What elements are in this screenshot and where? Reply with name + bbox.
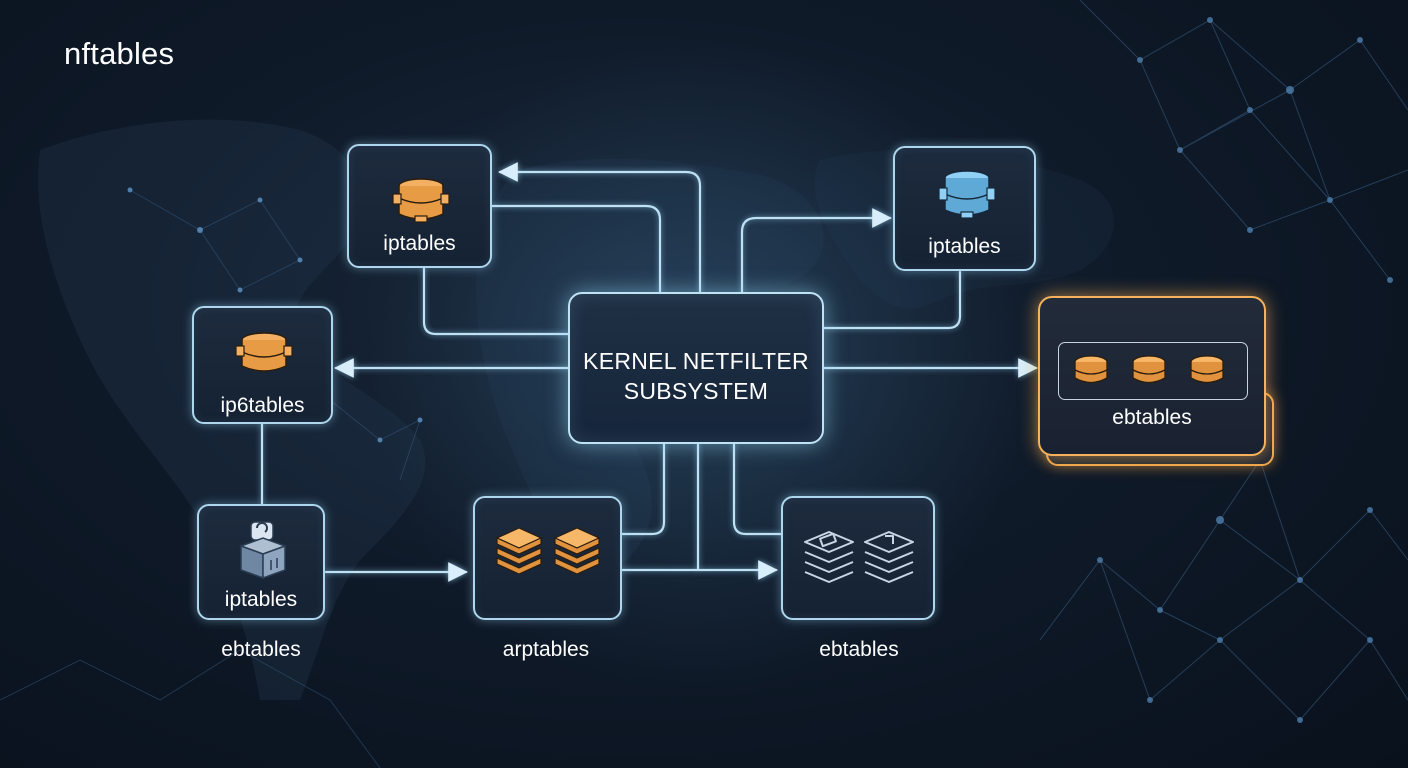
database-gear-icon [938,170,996,219]
iptables-node-bottom-left[interactable]: iptables [197,504,325,620]
iptables-label: iptables [928,235,1001,258]
wire-core-to-arptables [620,442,666,536]
ebtables-caption-center: ebtables [819,638,899,661]
ebtables-caption-left: ebtables [221,638,301,661]
iptables-node-top-left[interactable]: iptables [347,144,492,268]
database-gear-icon [235,332,293,372]
page-title: nftables [64,36,175,71]
iptables-label: iptables [383,232,456,255]
database-disk-icon [1074,355,1224,384]
wire-core-to-iptables-top-left-secondary [490,204,662,294]
arptables-caption: arptables [502,638,590,661]
kernel-netfilter-subsystem-node[interactable]: KERNEL NETFILTER SUBSYSTEM [568,292,824,444]
iptables-node-top-right[interactable]: iptables [893,146,1036,271]
layer-stack-icon [495,527,601,574]
layer-stack-icon [804,531,914,583]
ebtables-node-right[interactable]: ebtables [1038,296,1266,456]
database-gear-icon [392,178,450,223]
core-label-line2: SUBSYSTEM [623,378,769,404]
core-label: KERNEL NETFILTER SUBSYSTEM [570,346,822,406]
wire-core-to-iptables-top-left [498,162,702,294]
wire-core-to-iptables-top-right [740,208,892,294]
ip6tables-node[interactable]: ip6tables [192,306,333,424]
wire-core-to-ebtables-center [696,442,778,580]
ebtables-label: ebtables [1112,406,1192,429]
ebtables-disk-tray [1058,342,1248,400]
ip6tables-label: ip6tables [220,394,305,417]
iptables-label: iptables [224,588,298,611]
wire-iptables-top-left-to-core [422,266,570,336]
arptables-node[interactable] [473,496,622,620]
wire-iptables-top-right-to-core [822,270,962,330]
core-label-line1: KERNEL NETFILTER [583,348,809,374]
wire-core-to-ebtables-center-secondary [732,442,784,536]
ebtables-node-center[interactable] [781,496,935,620]
server-stack-icon [238,521,288,580]
